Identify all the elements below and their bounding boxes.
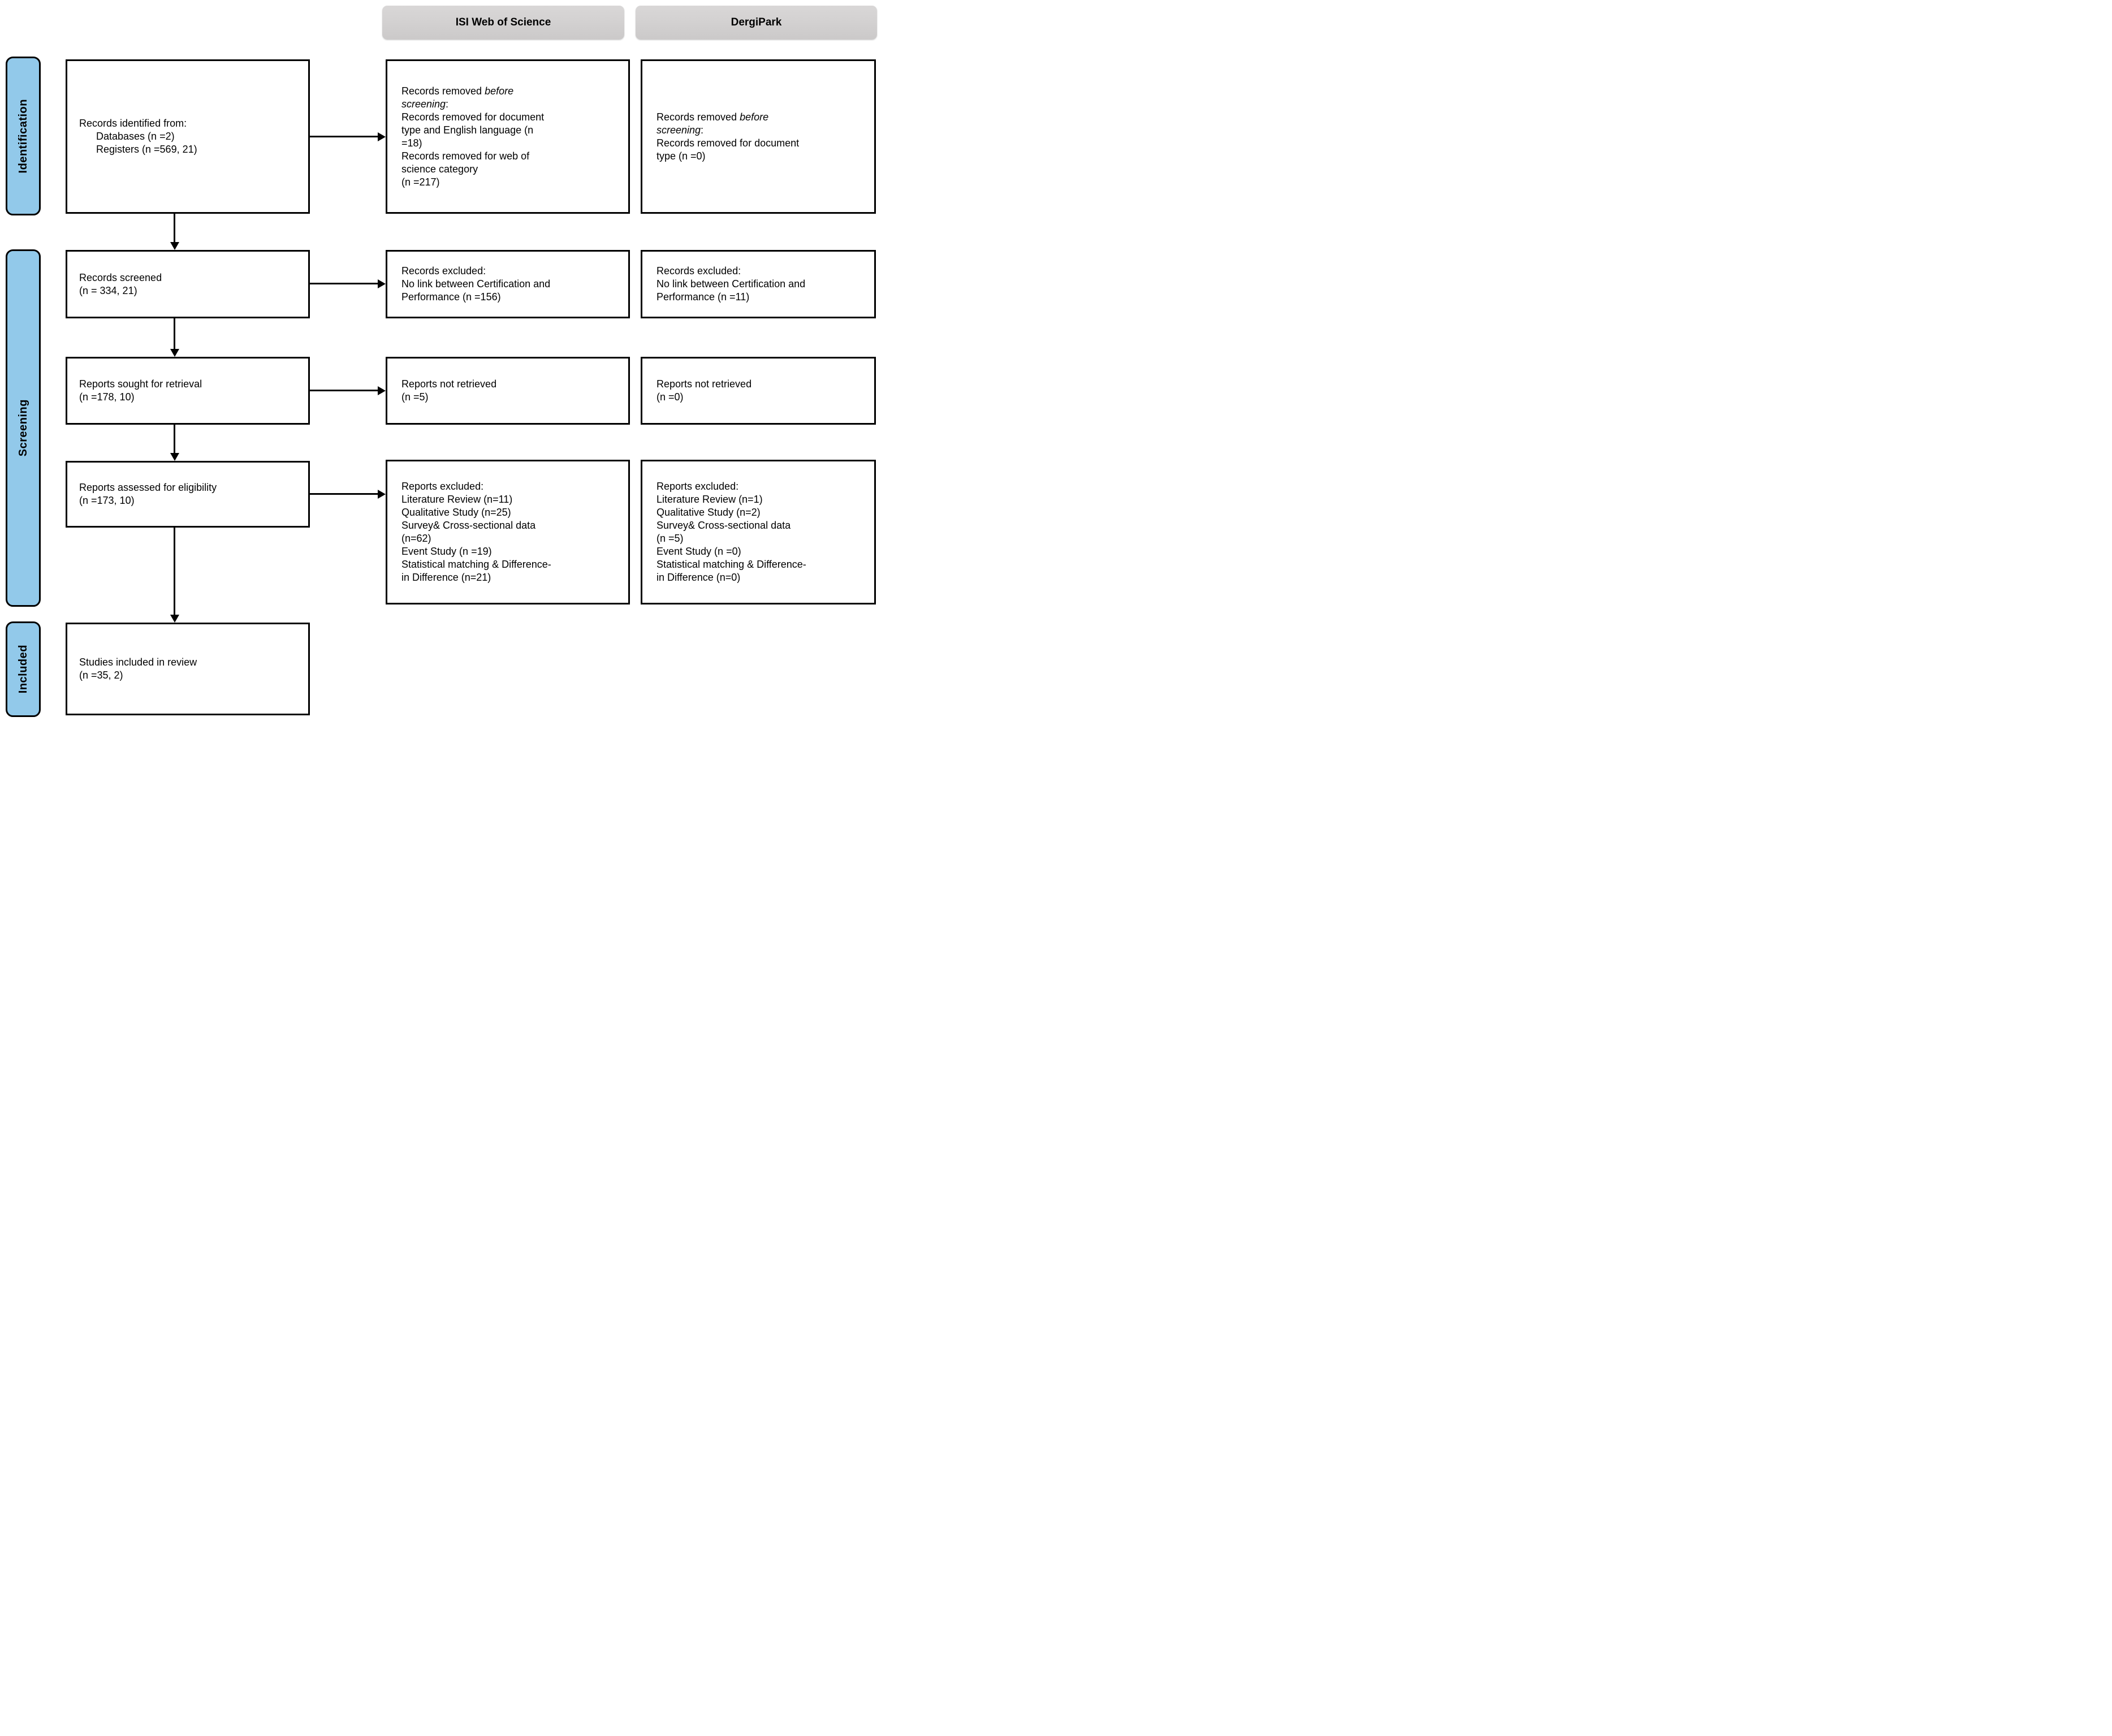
stage-bar-screening: Screening — [6, 249, 41, 607]
box-isi-reports-excluded: Reports excluded:Literature Review (n=11… — [386, 460, 630, 604]
arrow-shaft — [310, 136, 378, 137]
arrow-shaft — [310, 390, 378, 391]
arrow-right-assessed-icon — [310, 490, 386, 499]
box-studies-included: Studies included in review(n =35, 2) — [66, 623, 310, 715]
box-isi-reports-excluded-text: Reports excluded:Literature Review (n=11… — [401, 481, 551, 583]
arrow-shaft — [174, 425, 175, 454]
box-dergipark-reports-not-retrieved: Reports not retrieved(n =0) — [641, 357, 876, 425]
stage-label-screening: Screening — [16, 399, 29, 457]
arrow-head-icon — [378, 132, 386, 141]
stage-bar-identification: Identification — [6, 57, 41, 215]
arrow-shaft — [174, 528, 175, 615]
box-isi-records-excluded: Records excluded:No link between Certifi… — [386, 250, 630, 318]
arrow-down-assessed-to-included-icon — [170, 528, 179, 623]
stage-label-included: Included — [16, 645, 29, 694]
column-header-isi-label: ISI Web of Science — [455, 16, 551, 28]
box-reports-sought-text: Reports sought for retrieval(n =178, 10) — [79, 378, 202, 403]
column-header-isi-web-of-science: ISI Web of Science — [382, 6, 624, 40]
arrow-down-screened-to-sought-icon — [170, 318, 179, 357]
column-header-dergipark-label: DergiPark — [731, 16, 782, 28]
box-dergipark-records-excluded-text: Records excluded:No link between Certifi… — [657, 265, 806, 303]
arrow-head-icon — [170, 615, 179, 623]
box-dergipark-records-excluded: Records excluded:No link between Certifi… — [641, 250, 876, 318]
arrow-head-icon — [170, 453, 179, 461]
box-reports-assessed: Reports assessed for eligibility(n =173,… — [66, 461, 310, 528]
box-dergipark-reports-not-retrieved-text: Reports not retrieved(n =0) — [657, 378, 752, 403]
stage-bar-included: Included — [6, 621, 41, 717]
arrow-head-icon — [378, 490, 386, 499]
box-records-screened-text: Records screened(n = 334, 21) — [79, 271, 162, 296]
arrow-right-sought-icon — [310, 386, 386, 395]
box-records-screened: Records screened(n = 334, 21) — [66, 250, 310, 318]
arrow-head-icon — [170, 349, 179, 357]
box-reports-sought: Reports sought for retrieval(n =178, 10) — [66, 357, 310, 425]
column-header-dergipark: DergiPark — [636, 6, 877, 40]
box-records-identified: Records identified from: Databases (n =2… — [66, 59, 310, 214]
arrow-down-identified-to-screened-icon — [170, 214, 179, 250]
arrow-shaft — [174, 318, 175, 349]
box-dergipark-reports-excluded-text: Reports excluded:Literature Review (n=1)… — [657, 481, 806, 583]
box-dergipark-reports-excluded: Reports excluded:Literature Review (n=1)… — [641, 460, 876, 604]
box-isi-reports-not-retrieved: Reports not retrieved(n =5) — [386, 357, 630, 425]
arrow-head-icon — [378, 386, 386, 395]
box-records-identified-text: Records identified from: Databases (n =2… — [79, 118, 197, 155]
box-reports-assessed-text: Reports assessed for eligibility(n =173,… — [79, 482, 217, 506]
stage-label-identification: Identification — [16, 98, 29, 174]
arrow-right-identification-icon — [310, 132, 386, 141]
arrow-down-sought-to-assessed-icon — [170, 425, 179, 461]
box-studies-included-text: Studies included in review(n =35, 2) — [79, 657, 197, 681]
box-isi-reports-not-retrieved-text: Reports not retrieved(n =5) — [401, 378, 497, 403]
arrow-head-icon — [170, 242, 179, 250]
arrow-head-icon — [378, 279, 386, 288]
box-isi-records-excluded-text: Records excluded:No link between Certifi… — [401, 265, 551, 303]
prisma-flow-diagram: ISI Web of Science DergiPark Identificat… — [0, 0, 880, 723]
arrow-shaft — [310, 493, 378, 495]
arrow-right-screened-icon — [310, 279, 386, 288]
arrow-shaft — [310, 283, 378, 284]
arrow-shaft — [174, 214, 175, 243]
